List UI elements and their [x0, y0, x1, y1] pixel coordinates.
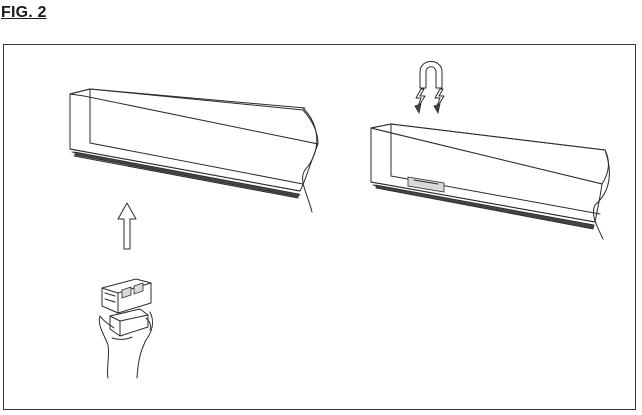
hand [98, 311, 154, 379]
magnet-clip-icon [419, 61, 443, 89]
down-arrow-tip [414, 103, 441, 115]
up-arrow-icon [117, 202, 137, 250]
lightning-icon [434, 88, 445, 110]
left-profile-rail [69, 88, 319, 213]
lightning-icon [415, 88, 426, 110]
figure-label: FIG. 2 [1, 4, 47, 21]
right-profile-rail [370, 123, 610, 240]
driver-module [101, 278, 152, 337]
figure-frame [3, 44, 636, 410]
